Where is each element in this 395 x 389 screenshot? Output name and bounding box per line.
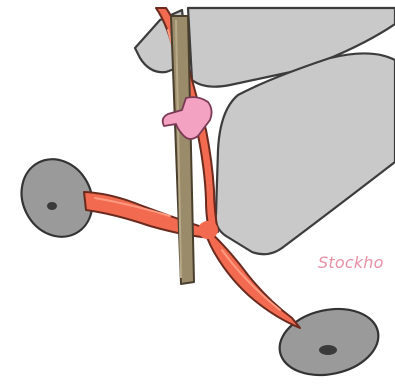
right-disc-hole [319, 345, 337, 355]
vessel-junction [198, 221, 218, 239]
lower-right-block [216, 53, 395, 254]
left-disc-hole [47, 202, 57, 210]
stockholm-watermark-text: Stockho [318, 253, 384, 272]
right-disc [273, 300, 384, 383]
